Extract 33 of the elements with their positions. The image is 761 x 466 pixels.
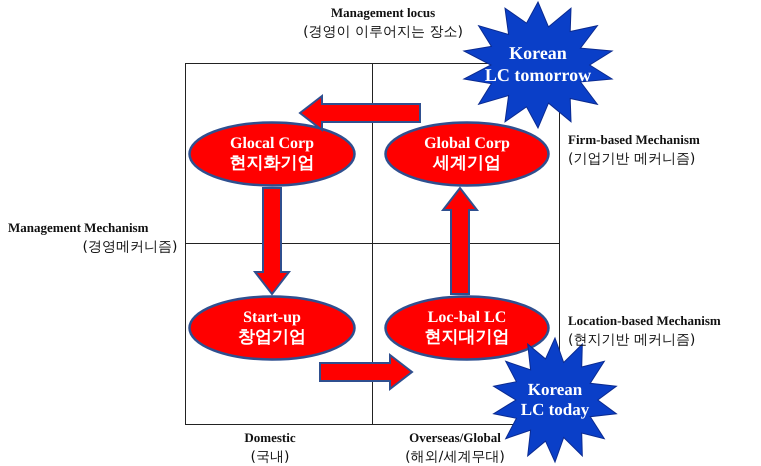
axis-label: (현지기반 메커니즘): [568, 331, 696, 349]
company-name-korean: 현지화기업: [230, 153, 314, 174]
axis-label: Management locus: [330, 5, 436, 21]
company-name: Global Corp: [424, 134, 510, 154]
axis-label: Firm-based Mechanism: [568, 132, 700, 148]
company-ellipse: [188, 121, 356, 187]
company-name: Loc-bal LC: [428, 308, 506, 328]
company-ellipse: [384, 295, 550, 361]
block-arrow: [440, 186, 480, 295]
starburst-text: LC today: [520, 400, 590, 420]
axis-label: Management Mechanism: [8, 220, 148, 236]
axis-label: (경영메커니즘): [82, 238, 178, 256]
company-name-korean: 창업기업: [238, 327, 306, 348]
company-name-korean: 세계기업: [433, 153, 501, 174]
axis-label: (해외/세계무대): [405, 448, 505, 466]
axis-label: (기업기반 메커니즘): [568, 150, 696, 168]
axis-label: Location-based Mechanism: [568, 313, 721, 329]
starburst-shape: [462, 2, 614, 128]
block-arrow: [319, 352, 414, 392]
axis-label: Domestic: [244, 430, 296, 446]
axis-label: (경영이 이루어지는 장소): [303, 23, 463, 41]
axis-label: (국내): [250, 448, 290, 466]
block-arrow: [298, 94, 421, 132]
starburst-text: Korean: [509, 43, 567, 65]
company-ellipse: [188, 295, 356, 361]
axis-label: Overseas/Global: [409, 430, 501, 446]
company-name: Glocal Corp: [230, 134, 314, 154]
company-ellipse: [384, 121, 550, 187]
block-arrow: [252, 187, 292, 296]
company-name: Start-up: [243, 308, 301, 328]
company-name-korean: 현지대기업: [424, 327, 510, 348]
starburst-text: Korean: [528, 380, 582, 400]
starburst-text: LC tomorrow: [484, 65, 592, 87]
